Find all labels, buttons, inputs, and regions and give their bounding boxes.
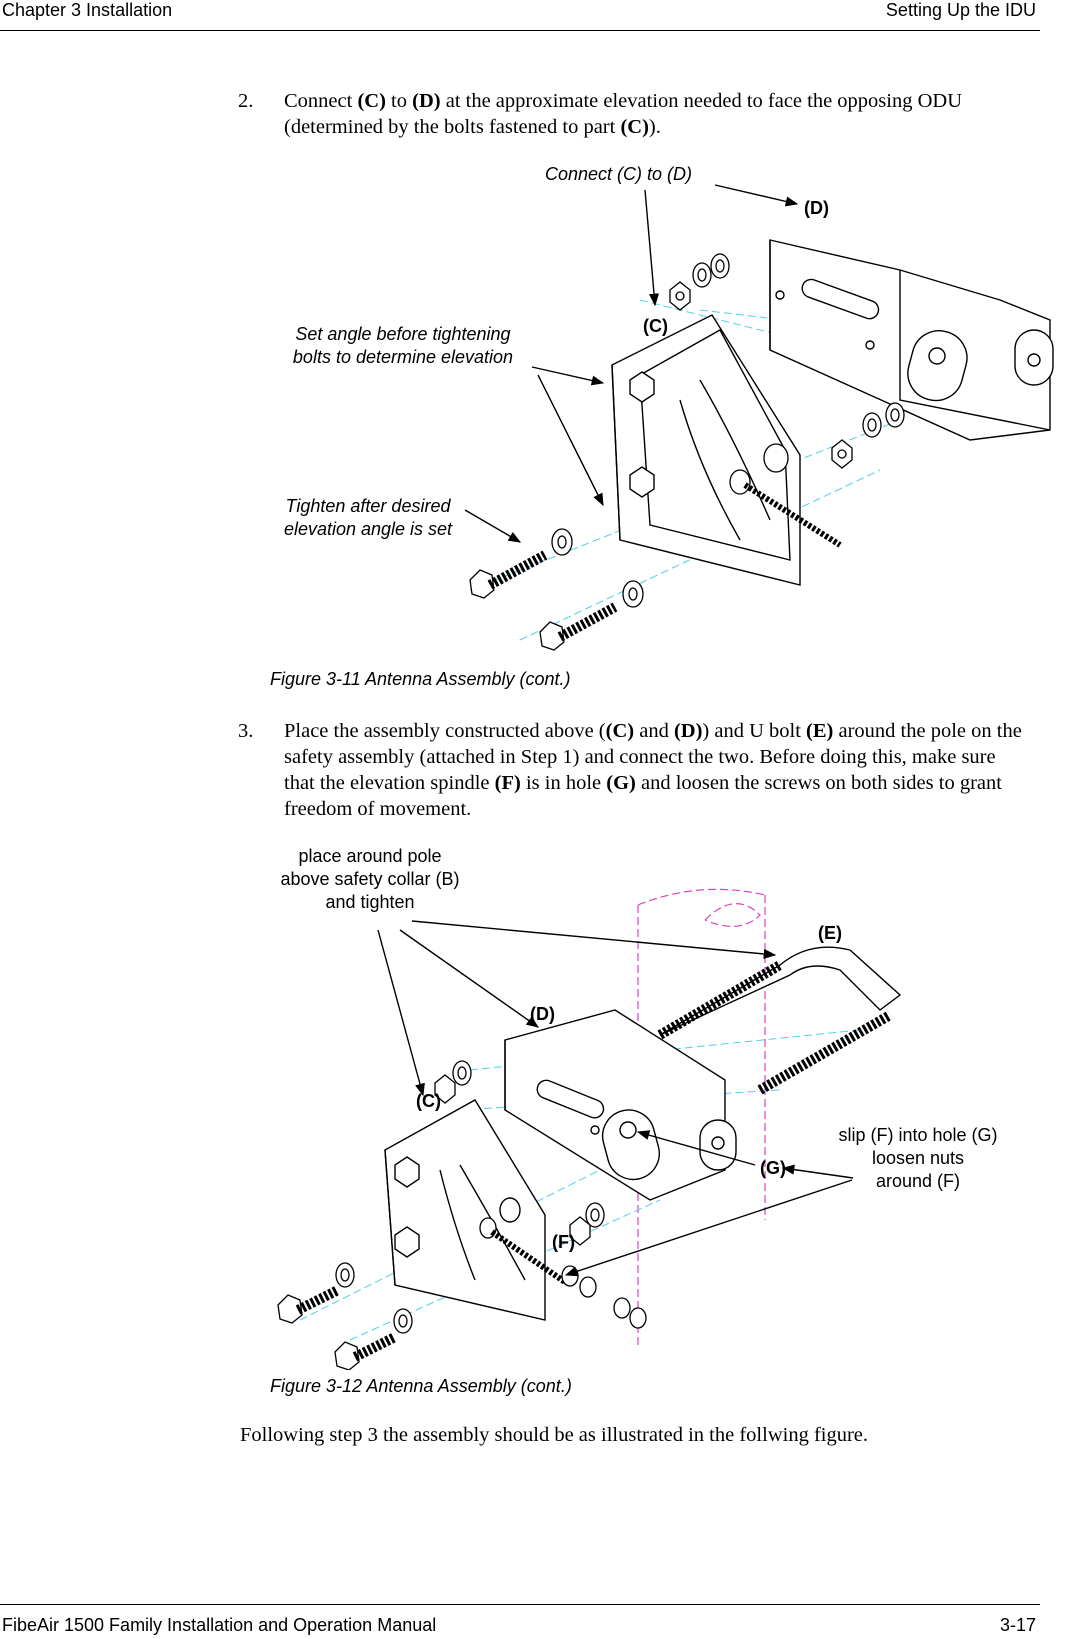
label-part-d-2: (D) — [530, 1004, 555, 1024]
part-c-bracket — [611, 314, 801, 586]
label-connect: Connect (C) to (D) — [545, 164, 692, 184]
label-slip-2: loosen nuts — [872, 1148, 964, 1168]
label-slip-1: slip (F) into hole (G) — [838, 1125, 997, 1145]
header-section: Setting Up the IDU — [885, 0, 1036, 20]
u-bolt-e — [657, 946, 902, 1095]
washers-top — [669, 253, 730, 311]
step-3-number: 3. — [238, 720, 254, 742]
label-tighten-1: Tighten after desired — [286, 496, 452, 516]
figure-3-11-diagram: Connect (C) to (D) (D) (C) Set angle bef… — [284, 164, 1054, 651]
label-set-angle-2: bolts to determine elevation — [293, 347, 513, 367]
figure-3-12-diagram: place around pole above safety collar (B… — [277, 846, 998, 1370]
label-part-d: (D) — [804, 198, 829, 218]
step-2-text: Connect (C) to (D) at the approximate el… — [284, 90, 963, 138]
page-header: Chapter 3 Installation Setting Up the ID… — [0, 0, 1040, 31]
label-slip-3: around (F) — [876, 1171, 960, 1191]
label-place-1: place around pole — [298, 846, 441, 866]
bolts-2 — [277, 1262, 413, 1370]
footer-manual-title: FibeAir 1500 Family Installation and Ope… — [2, 1615, 437, 1635]
bolts — [469, 528, 644, 651]
step-2-number: 2. — [238, 90, 254, 112]
footer-page-number: 3-17 — [999, 1615, 1036, 1635]
step-2: 2. Connect (C) to (D) at the approximate… — [238, 88, 1028, 140]
callout-arrows — [464, 184, 799, 543]
label-part-c: (C) — [643, 316, 668, 336]
washers-right — [831, 402, 905, 469]
page-footer: FibeAir 1500 Family Installation and Ope… — [0, 1604, 1040, 1639]
callout-arrows-2 — [377, 920, 854, 1277]
part-d-bracket-2 — [504, 1009, 737, 1201]
label-part-e: (E) — [818, 923, 842, 943]
label-part-g: (G) — [760, 1158, 786, 1178]
part-d-bracket — [769, 239, 1054, 441]
elevation-spindle — [729, 443, 842, 548]
part-c-bracket-2 — [384, 1099, 546, 1321]
step-3: 3. Place the assembly constructed above … — [238, 718, 1028, 822]
label-part-c-2: (C) — [416, 1091, 441, 1111]
label-set-angle-1: Set angle before tightening — [295, 324, 510, 344]
label-part-f: (F) — [552, 1232, 575, 1252]
figure-3-11-caption: Figure 3-11 Antenna Assembly (cont.) — [270, 669, 571, 689]
figure-3-12-caption: Figure 3-12 Antenna Assembly (cont.) — [270, 1376, 572, 1396]
step-3-text: Place the assembly constructed above ((C… — [284, 720, 1022, 820]
header-chapter: Chapter 3 Installation — [2, 0, 173, 20]
label-place-2: above safety collar (B) — [280, 869, 459, 889]
following-paragraph: Following step 3 the assembly should be … — [240, 1424, 869, 1446]
label-place-3: and tighten — [325, 892, 414, 912]
label-tighten-2: elevation angle is set — [284, 519, 453, 539]
washers-d — [434, 1060, 605, 1246]
